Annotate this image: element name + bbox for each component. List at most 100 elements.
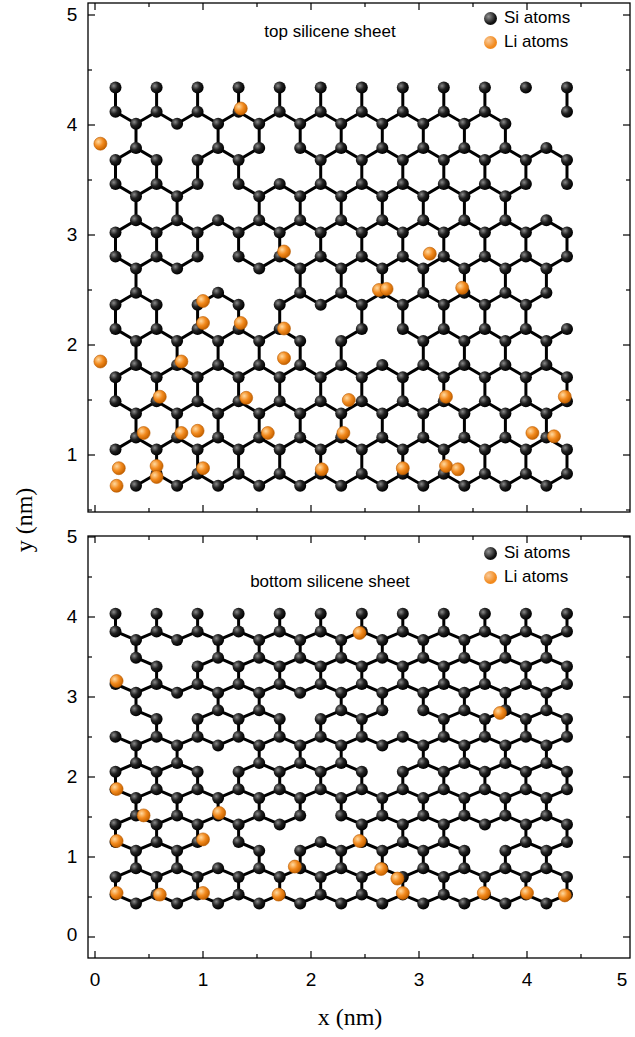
si-atom bbox=[315, 836, 327, 848]
bottom-frame bbox=[88, 536, 630, 958]
si-atom bbox=[479, 226, 491, 238]
si-atom bbox=[212, 480, 224, 492]
si-atom bbox=[294, 810, 306, 822]
silicene-sheet bbox=[94, 82, 573, 493]
si-atom bbox=[110, 82, 122, 94]
si-atom bbox=[274, 731, 286, 743]
legend-text: Si atoms bbox=[504, 9, 570, 28]
si-atom bbox=[561, 766, 573, 778]
li-atom bbox=[272, 888, 285, 901]
axis-tick bbox=[418, 3, 419, 10]
si-atom bbox=[212, 287, 224, 299]
si-atom bbox=[171, 480, 183, 492]
li-atom bbox=[110, 783, 123, 796]
si-atom bbox=[233, 836, 245, 848]
si-atom bbox=[561, 818, 573, 830]
si-atom bbox=[294, 480, 306, 492]
si-atom bbox=[356, 226, 368, 238]
axis-tick bbox=[418, 536, 419, 543]
si-atom bbox=[294, 634, 306, 646]
si-atom bbox=[233, 468, 245, 480]
si-atom bbox=[192, 395, 204, 407]
si-atom bbox=[315, 608, 327, 620]
tick-label: 2 bbox=[67, 767, 78, 788]
si-atom bbox=[499, 407, 511, 419]
si-atom bbox=[438, 836, 450, 848]
si-atom bbox=[192, 371, 204, 383]
si-atom bbox=[561, 82, 573, 94]
li-atom bbox=[278, 322, 291, 335]
axis-tick bbox=[88, 124, 95, 125]
si-atom bbox=[130, 792, 142, 804]
si-atom bbox=[192, 625, 204, 637]
si-atom bbox=[274, 226, 286, 238]
si-atom bbox=[335, 287, 347, 299]
tick-label: 1 bbox=[67, 445, 78, 466]
axis-tick bbox=[88, 936, 95, 937]
si-atom bbox=[253, 214, 265, 226]
si-atom bbox=[110, 731, 122, 743]
si-atom bbox=[397, 251, 409, 263]
si-atom bbox=[540, 335, 552, 347]
li-atom bbox=[278, 352, 291, 365]
axis-tick bbox=[202, 505, 203, 512]
si-atom bbox=[499, 810, 511, 822]
si-atom bbox=[561, 678, 573, 690]
axis-tick bbox=[88, 454, 95, 455]
si-atom bbox=[212, 652, 224, 664]
li-atom bbox=[234, 102, 247, 115]
si-atom bbox=[397, 226, 409, 238]
li-atom bbox=[558, 889, 571, 902]
si-atom bbox=[335, 142, 347, 154]
si-atom bbox=[458, 214, 470, 226]
si-atom bbox=[253, 190, 265, 202]
si-atom bbox=[315, 625, 327, 637]
si-atom bbox=[233, 371, 245, 383]
si-atom bbox=[253, 792, 265, 804]
si-atom bbox=[417, 810, 429, 822]
si-atom bbox=[499, 118, 511, 130]
legend-text: Si atoms bbox=[504, 544, 570, 563]
si-atom bbox=[110, 871, 122, 883]
si-atom bbox=[397, 154, 409, 166]
si-atom bbox=[356, 661, 368, 673]
si-atom bbox=[438, 178, 450, 190]
li-atom bbox=[110, 479, 123, 492]
si-atom bbox=[458, 190, 470, 202]
si-atom bbox=[171, 810, 183, 822]
si-atom bbox=[479, 323, 491, 335]
si-atom bbox=[274, 713, 286, 725]
si-atom bbox=[458, 480, 470, 492]
li-atom bbox=[213, 807, 226, 820]
si-atom bbox=[356, 678, 368, 690]
si-atom bbox=[376, 214, 388, 226]
si-atom bbox=[315, 731, 327, 743]
si-atom bbox=[397, 106, 409, 118]
si-atom bbox=[130, 142, 142, 154]
si-atom bbox=[315, 178, 327, 190]
si-atom bbox=[130, 897, 142, 909]
si-atom bbox=[479, 731, 491, 743]
tick-label: 0 bbox=[67, 925, 78, 946]
si-atom bbox=[479, 154, 491, 166]
axis-tick bbox=[526, 505, 527, 512]
si-atom bbox=[335, 687, 347, 699]
si-atom bbox=[315, 371, 327, 383]
li-atom bbox=[197, 833, 210, 846]
si-atom bbox=[356, 608, 368, 620]
si-atom bbox=[233, 608, 245, 620]
si-atom bbox=[479, 371, 491, 383]
si-atom bbox=[192, 106, 204, 118]
li-atom bbox=[94, 355, 107, 368]
si-atom bbox=[438, 625, 450, 637]
si-atom bbox=[110, 226, 122, 238]
si-atom bbox=[315, 299, 327, 311]
si-atom bbox=[356, 251, 368, 263]
li-atom bbox=[153, 888, 166, 901]
si-atom bbox=[253, 810, 265, 822]
si-atom bbox=[151, 713, 163, 725]
si-atom bbox=[130, 862, 142, 874]
si-atom bbox=[294, 263, 306, 275]
si-atom bbox=[294, 739, 306, 751]
li-atom bbox=[137, 427, 150, 440]
